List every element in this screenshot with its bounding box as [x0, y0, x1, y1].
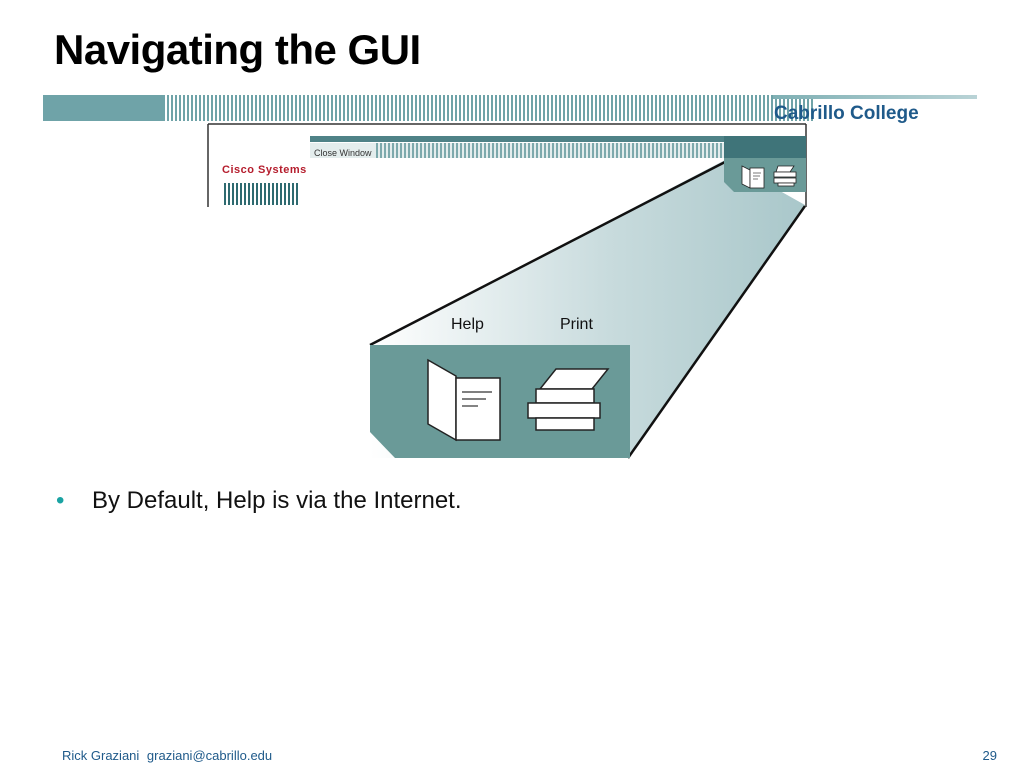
- page-number: 29: [982, 748, 997, 763]
- printer-icon[interactable]: [527, 368, 610, 431]
- footer-email: graziani@cabrillo.edu: [146, 748, 273, 763]
- print-label: Print: [560, 316, 593, 333]
- cisco-logo: Cisco Systems: [222, 164, 307, 176]
- college-name: Cabrillo College: [774, 103, 919, 124]
- bullet-icon: •: [56, 487, 65, 514]
- slide-title: Navigating the GUI: [54, 26, 421, 73]
- help-book-icon[interactable]: [427, 358, 501, 442]
- footer-author: Rick Graziani: [62, 748, 140, 763]
- close-window-link[interactable]: Close Window: [314, 148, 372, 158]
- title-banner: [43, 95, 977, 121]
- help-label: Help: [451, 316, 484, 333]
- bullet-item: • By Default, Help is via the Internet.: [56, 484, 462, 518]
- bullet-list: • By Default, Help is via the Internet.: [56, 484, 462, 518]
- bullet-text: By Default, Help is via the Internet.: [92, 487, 462, 514]
- footer-credits: Rick Graziani graziani@cabrillo.edu: [62, 748, 276, 763]
